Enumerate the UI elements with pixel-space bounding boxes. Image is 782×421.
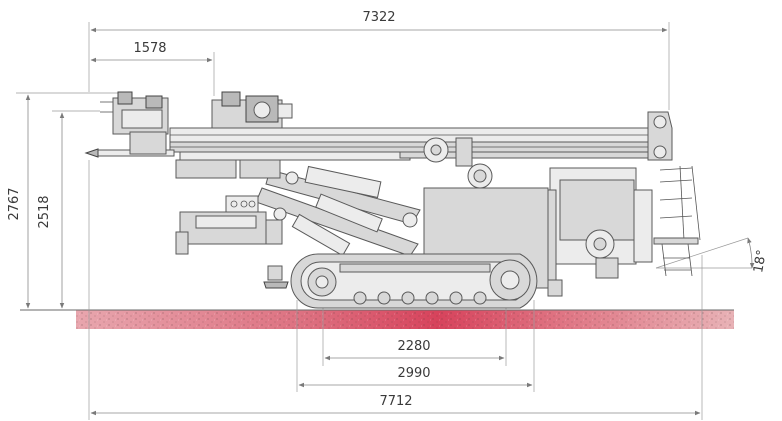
- dimension-mast-offset: 1578: [90, 41, 215, 96]
- dim-label-1578: 1578: [133, 41, 166, 56]
- dimension-overall-length: 7712: [88, 160, 703, 420]
- dimension-overall-height: 2767: [7, 92, 118, 309]
- crawler-track: [290, 253, 538, 309]
- ladder: [653, 165, 701, 277]
- dimension-mast-height: 2518: [37, 110, 100, 309]
- dimension-tilt-angle: 18°: [655, 237, 770, 274]
- dimension-track-center: 2280: [322, 300, 507, 366]
- dim-label-2767: 2767: [7, 187, 22, 220]
- boom-arms: [175, 159, 493, 274]
- mast-joint: [423, 137, 473, 167]
- dim-label-7322: 7322: [362, 10, 395, 25]
- clamp-assembly: [100, 91, 169, 155]
- dimension-overall-mast-length: 7322: [88, 10, 670, 110]
- dim-label-2990: 2990: [397, 366, 430, 381]
- dim-label-2280: 2280: [397, 339, 430, 354]
- dim-label-2518: 2518: [37, 195, 52, 228]
- stabilizer-foot: [263, 265, 563, 297]
- mast-top-pulley: [647, 111, 673, 161]
- rotary-head: [211, 91, 293, 129]
- control-box: [175, 195, 283, 255]
- dim-label-7712: 7712: [379, 394, 412, 409]
- mast: [84, 127, 661, 161]
- ground-strip: [20, 309, 734, 329]
- dimension-track-length: 2990: [296, 300, 535, 392]
- dim-label-18-degrees: 18°: [751, 249, 770, 274]
- drill-rig-machine: [84, 91, 701, 309]
